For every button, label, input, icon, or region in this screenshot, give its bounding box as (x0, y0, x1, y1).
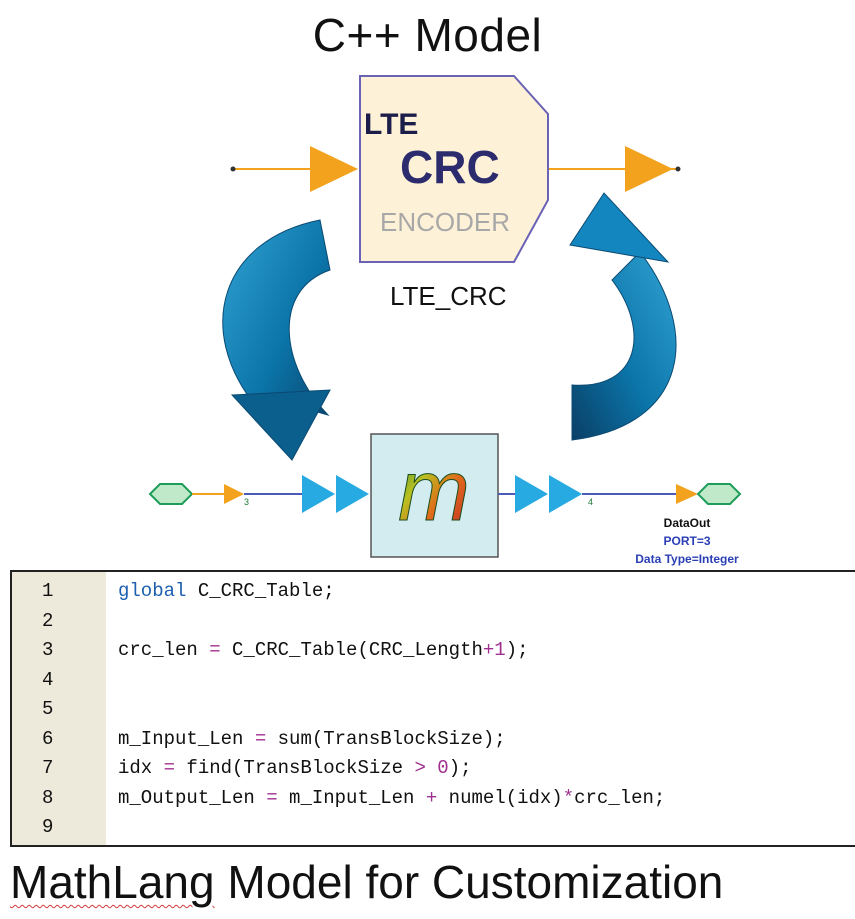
input-arrow-icon (310, 146, 358, 192)
code-token: crc_len (118, 639, 210, 661)
line-number: 2 (42, 609, 54, 632)
code-token: m_Input_Len (277, 786, 426, 809)
code-token: 0 (437, 757, 449, 779)
bottom-title: MathLang Model for Customization (10, 855, 723, 909)
line-number: 1 (42, 580, 54, 602)
code-token: = (163, 757, 176, 779)
code-token: 1 (494, 639, 506, 661)
line-number: 8 (42, 786, 54, 809)
code-text: global C_CRC_Table; (118, 580, 335, 602)
output-port-icon (696, 483, 742, 505)
line-number: 6 (42, 727, 54, 750)
bottom-title-rest: Model for Customization (214, 856, 724, 908)
line-number: 9 (42, 816, 54, 838)
crc-instance-name: LTE_CRC (390, 281, 507, 311)
mathlang-input-wire: 3 (148, 475, 369, 513)
code-token: C_CRC_Table; (186, 580, 335, 602)
code-text: idx = find(TransBlockSize > 0); (118, 757, 472, 779)
output-port-label: DataOut PORT=3 Data Type=Integer (635, 516, 739, 566)
line-number: 3 (42, 639, 54, 661)
code-token: idx (118, 757, 164, 779)
input-port-number: 3 (244, 497, 249, 507)
crc-block-line2: CRC (400, 141, 500, 193)
code-editor[interactable]: 1 global C_CRC_Table; 2 3 crc_len = C_CRC_Ta… (10, 570, 855, 847)
bottom-title-mathlang: MathLang (10, 856, 215, 908)
mathlang-glyph: m (398, 443, 470, 539)
crc-output-wire (548, 146, 681, 192)
input-port-icon (148, 483, 194, 505)
line-number: 5 (42, 698, 54, 720)
code-token: = (209, 639, 221, 661)
crc-input-wire (230, 146, 358, 192)
output-port-number: 4 (588, 497, 593, 507)
crc-block-line3: ENCODER (380, 207, 510, 237)
code-token: m_Output_Len (118, 786, 267, 809)
code-token: sum(TransBlockSize); (266, 727, 506, 750)
mathlang-block[interactable]: m (370, 433, 499, 558)
code-text: m_Input_Len = sum(TransBlockSize); (118, 728, 506, 750)
code-token: m_Input_Len (118, 727, 255, 750)
port-label-port: PORT=3 (663, 534, 710, 548)
curved-arrow-down-icon (222, 219, 331, 461)
line-number: 7 (42, 757, 54, 779)
code-token: * (562, 786, 575, 809)
code-token: find(TransBlockSize (175, 757, 415, 779)
code-token: = (254, 727, 267, 750)
port-label-type: Data Type=Integer (635, 552, 739, 566)
code-token: ); (448, 757, 472, 779)
line-number-gutter (12, 572, 106, 845)
code-text: m_Output_Len = m_Input_Len + numel(idx)*… (118, 787, 665, 809)
curved-arrow-up-icon (569, 192, 677, 441)
code-token: = (266, 786, 278, 809)
code-token: ); (505, 639, 529, 661)
output-arrow-icon (625, 146, 673, 192)
diagram-canvas: LTE CRC ENCODER LTE_CRC 3 m 4 DataOut (148, 75, 742, 566)
code-text: crc_len = C_CRC_Table(CRC_Length+1); (118, 639, 529, 661)
code-token: + (425, 786, 438, 809)
code-token: crc_len; (574, 786, 666, 809)
code-token: numel(idx) (437, 786, 563, 809)
port-label-name: DataOut (664, 516, 711, 530)
code-token: > (414, 757, 426, 779)
code-token: C_CRC_Table(CRC_Length (220, 639, 483, 661)
code-token (426, 757, 437, 779)
crc-encoder-block[interactable]: LTE CRC ENCODER (359, 75, 549, 263)
top-title: C++ Model (312, 9, 543, 61)
line-number: 4 (42, 668, 54, 691)
crc-block-line1: LTE (364, 108, 418, 141)
code-token: + (482, 639, 495, 661)
code-token: global (118, 580, 187, 602)
mathlang-output-wire: 4 (498, 475, 742, 513)
